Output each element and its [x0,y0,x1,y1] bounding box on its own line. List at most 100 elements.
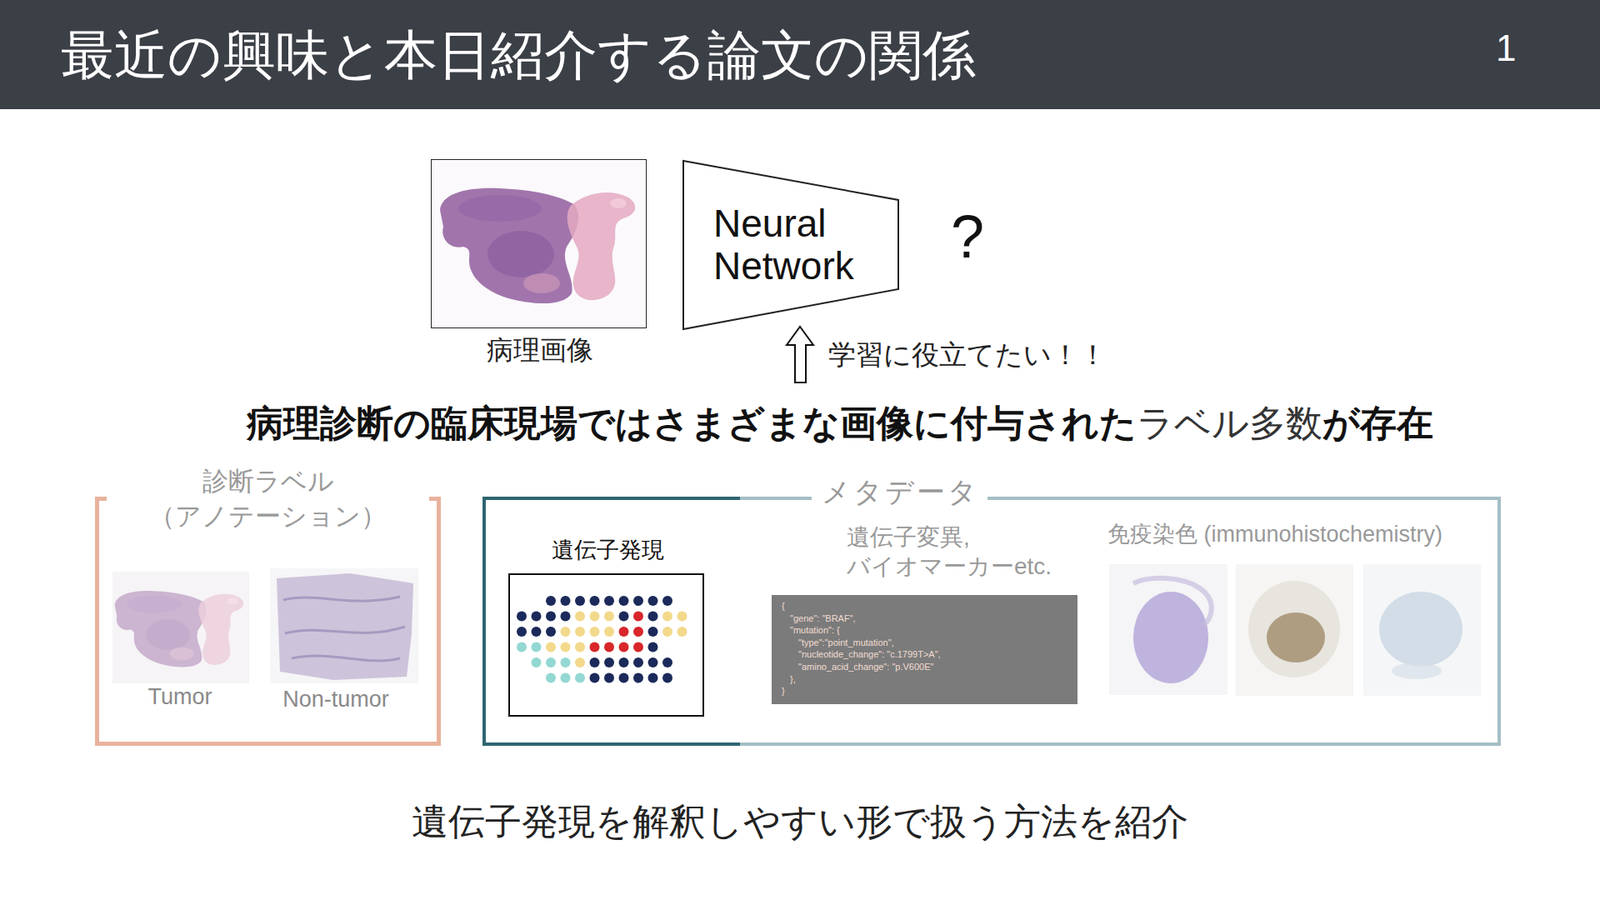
expression-dot [516,611,527,622]
node-heading: Neural Network [713,202,889,287]
panel-outline [740,498,1500,745]
expression-dot [648,595,659,606]
expression-dot [590,657,600,668]
expression-dot [604,642,615,653]
expression-dot [633,673,644,684]
expression-dot [531,657,542,668]
image-frame: 病理画像 [430,159,647,329]
code-box: 遺伝子変異, バイオマーカーetc.{"gene": "BRAF","mutat… [771,595,1078,705]
node-heading: 病理画像 [486,334,594,366]
expression-dots [516,595,688,684]
expression-dot [662,611,673,622]
expression-dot [619,611,630,622]
expression-dot [662,595,673,606]
expression-dot [619,657,630,668]
title-bar [0,0,1600,110]
slide-label: 1 [1495,26,1516,71]
pathology-image [432,160,645,327]
expression-dot [662,626,673,637]
expression-dot [575,626,585,637]
expression-dot [648,611,659,622]
expression-dot [619,673,630,684]
code-line: "nucleotide_change": "c.1799T>A", [798,649,941,660]
slide-label: 免疫染色 (immunohistochemistry) [1107,520,1443,548]
expression-dot [560,611,571,622]
expression-dot [648,642,659,653]
expression-dot [560,595,571,606]
expression-dot [662,673,673,684]
expression-dot [633,642,644,653]
expression-dot [590,626,600,637]
node-heading: 診断ラベル （アノテーション） [143,464,394,535]
expression-dot [516,626,527,637]
expression-dot [648,657,659,668]
trapezoid-outline [683,160,899,330]
expression-dot [590,595,600,606]
slide-label: 学習に役立てたい！！ [828,338,1107,372]
slide-label: Non-tumor [282,685,390,713]
expression-dot [648,626,659,637]
expression-dot [545,642,556,653]
expression-dot [531,642,542,653]
expression-dot [531,626,542,637]
network-trapezoid: Neural Network [682,160,900,330]
expression-box: 遺伝子発現 [508,573,705,717]
expression-dot [575,673,585,684]
message-part: が存在 [1322,402,1434,444]
expression-dot [590,642,600,653]
expression-dot [545,611,556,622]
expression-dot [516,642,527,653]
expression-dot [633,611,644,622]
expression-dot [590,611,600,622]
message-part: 病理診断の臨床現場ではさまざまな画像に付与された [246,402,1137,444]
code-line: { [781,600,785,612]
expression-dot [604,657,615,668]
expression-dot [619,595,630,606]
expression-dot [604,626,615,637]
expression-dot [575,657,585,668]
expression-dot [633,595,644,606]
expression-dot [545,673,556,684]
expression-dot [575,642,585,653]
expression-dot [648,673,659,684]
expression-dot [560,657,571,668]
slide-label: Tumor [147,683,212,710]
expression-dot [575,595,585,606]
code-line: "type":"point_mutation", [798,637,895,649]
slide-label: ? [950,200,985,273]
up-arrow [786,326,814,383]
non-tumor-thumbnail [270,568,419,684]
code-line: "amino_acid_change": "p.V600E" [798,661,934,673]
code-line: "mutation": { [790,625,840,636]
expression-dot [545,595,556,606]
bracket-outline [97,499,440,745]
slide-label: 遺伝子発現を解釈しやすい形で扱う方法を紹介 [411,800,1189,845]
expression-dot [677,611,688,622]
expression-dot [633,626,644,637]
expression-dot [619,626,630,637]
slide-title: 最近の興味と本日紹介する論文の関係 [60,23,976,88]
expression-dot [545,657,556,668]
expression-dot [662,657,673,668]
expression-dot [633,657,644,668]
code-line: } [781,685,785,697]
expression-dot [560,673,571,684]
message-line: 病理診断の臨床現場ではさまざまな画像に付与されたラベル多数が存在 [246,401,1434,446]
node-heading: 遺伝子発現 [551,536,665,564]
expression-dot [604,595,615,606]
node-heading: メタデータ [813,475,988,510]
ihc-images [1109,564,1481,696]
expression-dot [677,626,688,637]
expression-dot [575,611,585,622]
expression-dot [531,611,542,622]
tumor-thumbnail [112,571,250,684]
node-heading: 遺伝子変異, バイオマーカーetc. [846,522,1072,581]
expression-dot [590,673,600,684]
panel-outline [484,498,740,745]
expression-dot [604,673,615,684]
expression-dot [560,642,571,653]
code-line: "gene": "BRAF", [790,613,856,625]
expression-dot [545,626,556,637]
